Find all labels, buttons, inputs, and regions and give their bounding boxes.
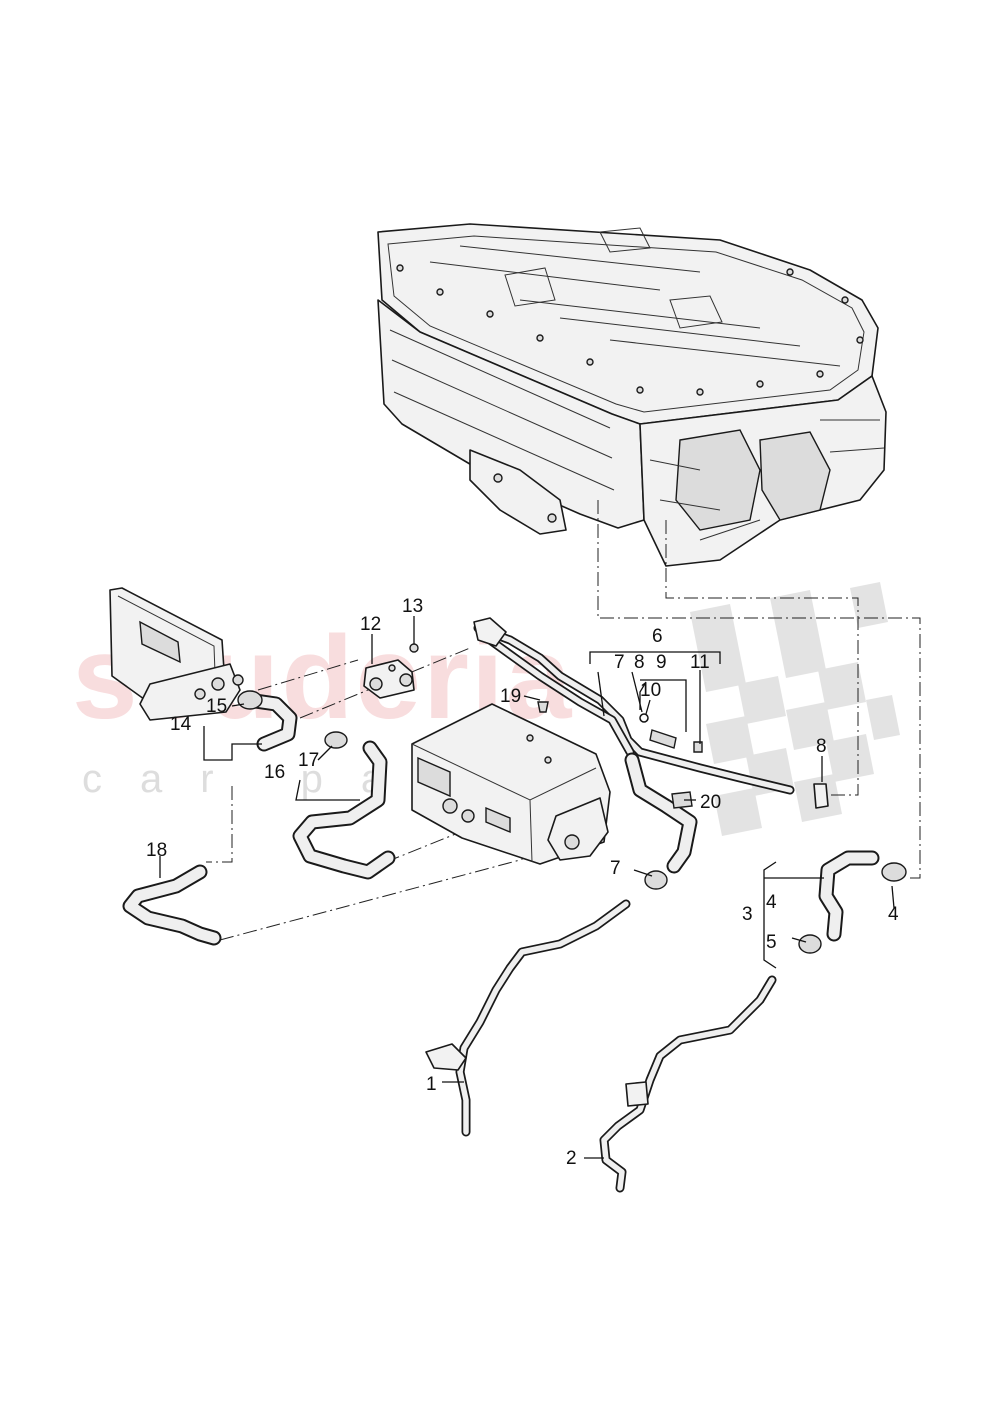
callout-1: 1 xyxy=(426,1074,437,1095)
callout-20: 20 xyxy=(700,792,721,813)
callout-6: 6 xyxy=(652,626,663,647)
callout-17: 17 xyxy=(298,750,319,771)
on-board-charger xyxy=(109,587,244,721)
callout-15: 15 xyxy=(206,696,227,717)
callout-numbers: 1 2 3 4 4 5 6 7 7 8 8 9 10 11 12 13 14 1… xyxy=(146,596,899,1169)
callout-4-clamp: 4 xyxy=(888,904,899,925)
screw-13 xyxy=(409,643,419,653)
callout-19: 19 xyxy=(500,686,521,707)
callout-13: 13 xyxy=(402,596,423,617)
callout-16: 16 xyxy=(264,762,285,783)
callout-2: 2 xyxy=(566,1148,577,1169)
callout-4-bracket: 4 xyxy=(766,892,777,913)
checkered-flag-watermark xyxy=(690,582,900,836)
callout-5: 5 xyxy=(766,932,777,953)
callout-8-clip: 8 xyxy=(816,736,827,757)
dc-dc-converter xyxy=(411,703,611,865)
callout-18: 18 xyxy=(146,840,167,861)
callout-14: 14 xyxy=(170,714,192,735)
callout-8-top: 8 xyxy=(634,652,645,673)
callout-12: 12 xyxy=(360,614,381,635)
screw-19 xyxy=(537,701,549,713)
high-voltage-battery xyxy=(377,223,887,567)
callout-11: 11 xyxy=(690,652,710,673)
coolant-distributor xyxy=(363,659,415,699)
callout-3: 3 xyxy=(742,904,753,925)
callout-10: 10 xyxy=(640,680,661,701)
callout-7-top: 7 xyxy=(614,652,625,673)
callout-7-clamp: 7 xyxy=(610,858,621,879)
leader-lines xyxy=(159,616,895,1159)
callout-9: 9 xyxy=(656,652,667,673)
